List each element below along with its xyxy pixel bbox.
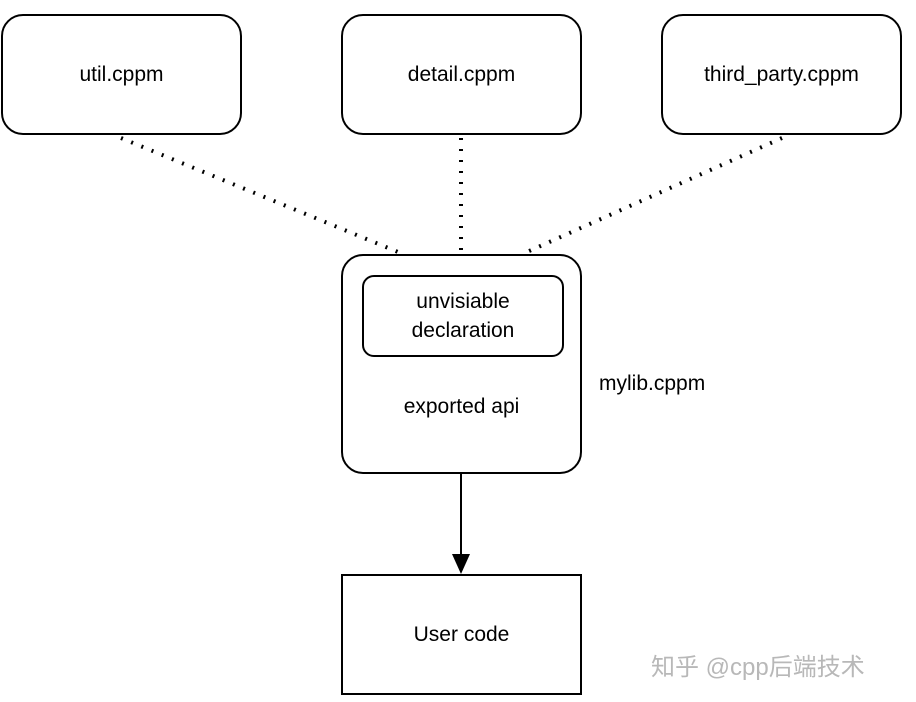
edge-util-to-mylib <box>120 136 399 254</box>
third-party-module-label: third_party.cppm <box>704 63 859 86</box>
mylib-module-box: unvisiable declaration exported api <box>341 254 582 474</box>
watermark: 知乎 @cpp后端技术 <box>651 654 865 681</box>
detail-module-label: detail.cppm <box>407 63 516 86</box>
detail-module-box: detail.cppm <box>341 14 582 135</box>
util-module-label: util.cppm <box>79 63 164 86</box>
inner-label-line2: declaration <box>411 319 515 342</box>
mylib-module-label: mylib.cppm <box>599 372 706 395</box>
edge-third-party-to-mylib <box>526 136 783 254</box>
exported-api-label: exported api <box>403 395 520 418</box>
unvisiable-declaration-box: unvisiable declaration <box>362 275 564 357</box>
user-code-box: User code <box>341 574 582 695</box>
inner-label-line1: unvisiable <box>416 290 510 313</box>
arrow-head <box>452 554 470 574</box>
user-code-label: User code <box>413 623 510 646</box>
util-module-box: util.cppm <box>1 14 242 135</box>
third-party-module-box: third_party.cppm <box>661 14 902 135</box>
